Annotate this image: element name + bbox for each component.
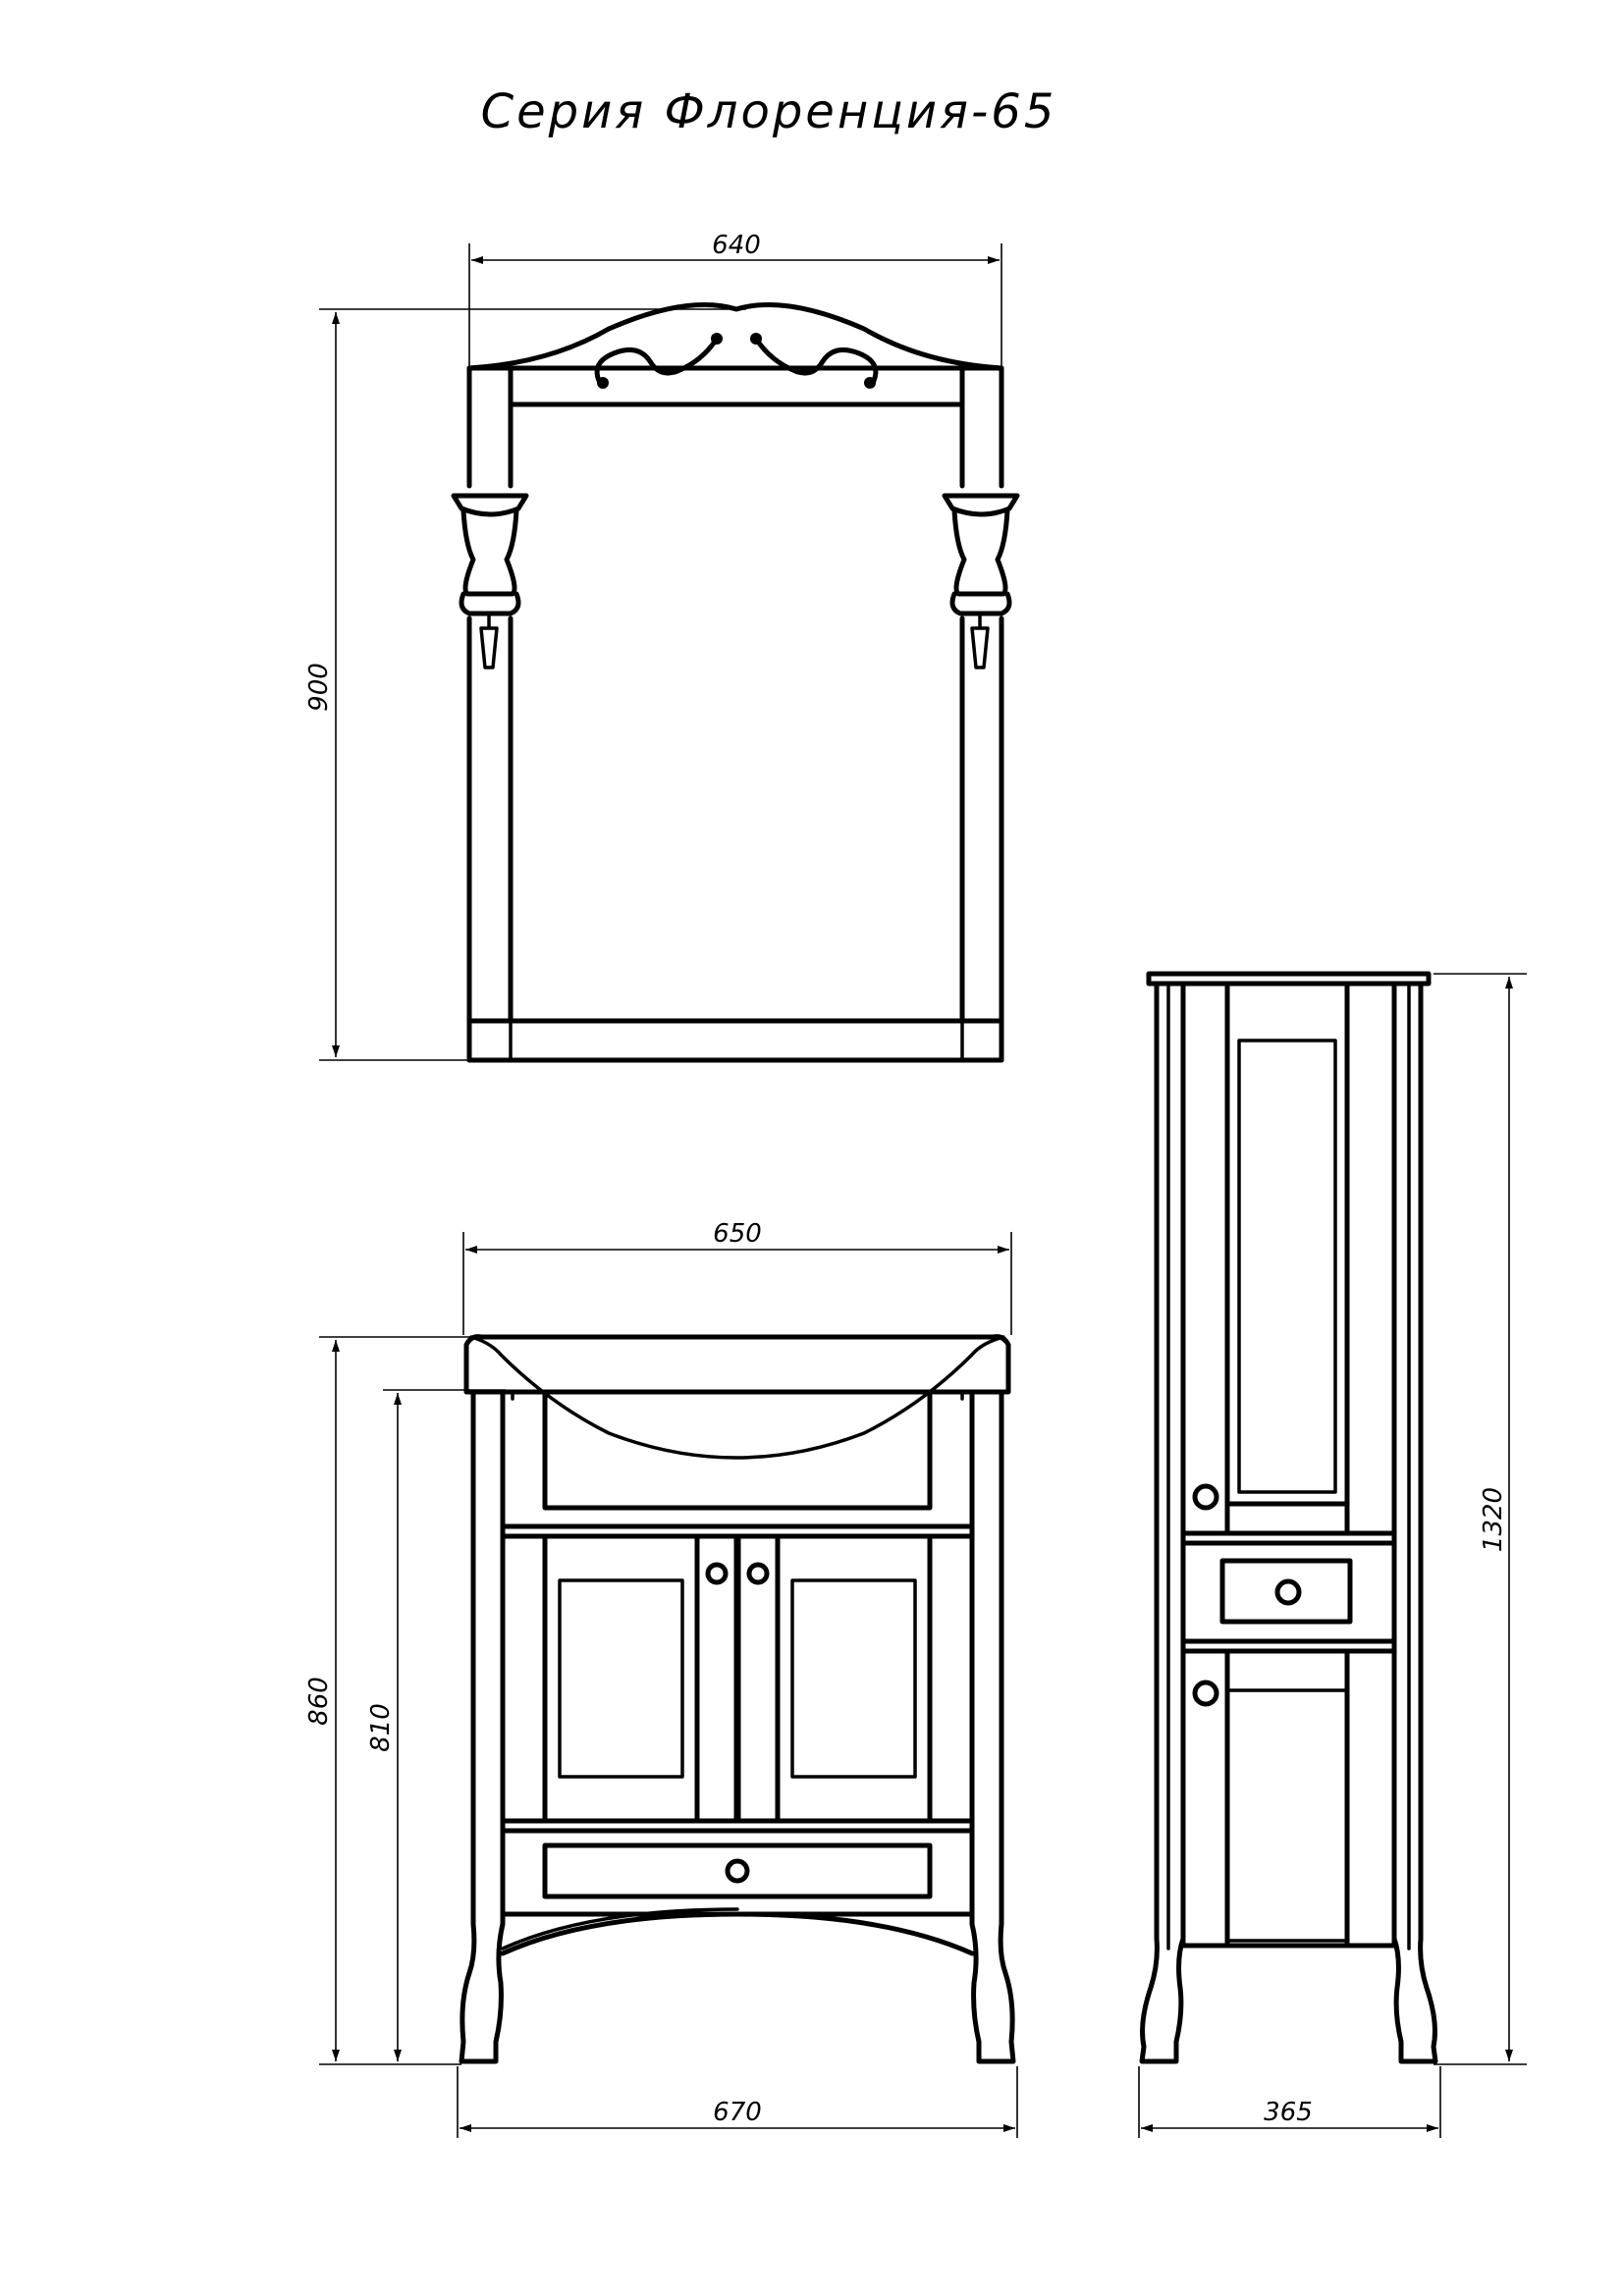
left-sconce (451, 493, 529, 669)
dimension-mirror-width: 640 (468, 231, 1002, 368)
drawing-title: Серия Флоренция-65 (481, 84, 1057, 139)
right-sconce (942, 493, 1020, 669)
dimension-vanity-width: 670 (457, 2066, 1018, 2138)
dimension-mirror-height: 900 (304, 308, 746, 1061)
label-vanity-height: 860 (304, 1677, 334, 1726)
vanity-elevation: 650 860 810 670 (304, 1219, 1018, 2138)
label-mirror-height: 900 (304, 663, 334, 712)
label-vanity-width: 670 (713, 2098, 762, 2127)
dimension-cabinet-height: 1320 (1434, 973, 1527, 2065)
label-mirror-width: 640 (712, 231, 761, 260)
label-cabinet-width: 365 (1264, 2098, 1313, 2127)
dimension-vanity-height: 860 (304, 1336, 471, 2065)
mirror-elevation: 640 900 (304, 231, 1020, 1063)
dimension-vanity-body-height: 810 (366, 1389, 506, 2061)
tall-cabinet-elevation: 1320 365 (1138, 971, 1527, 2138)
label-vanity-body-height: 810 (366, 1703, 396, 1752)
dimension-basin-width: 650 (462, 1219, 1012, 1335)
label-basin-width: 650 (713, 1219, 762, 1249)
label-cabinet-height: 1320 (1479, 1487, 1508, 1552)
dimension-cabinet-width: 365 (1138, 2066, 1441, 2138)
